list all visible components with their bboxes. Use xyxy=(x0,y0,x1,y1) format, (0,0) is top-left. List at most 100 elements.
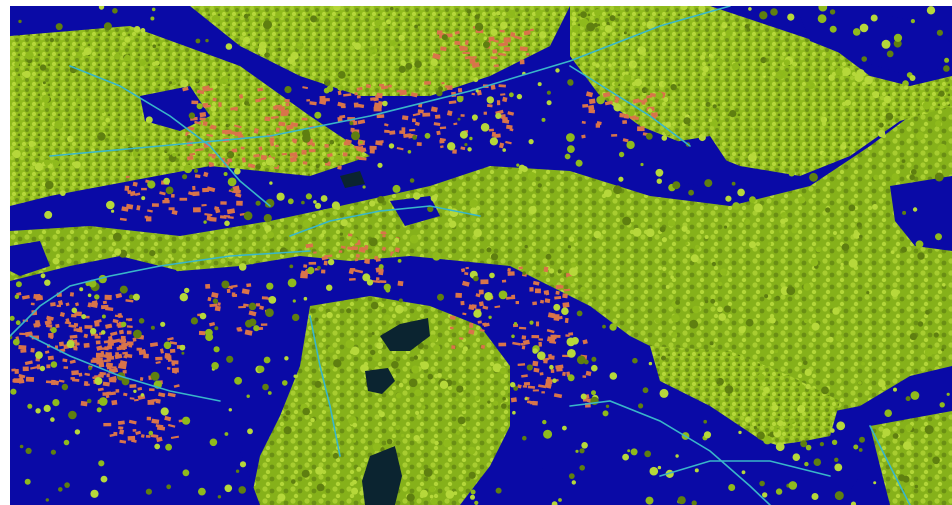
tree-crown xyxy=(661,355,666,361)
tree-crown xyxy=(279,247,288,255)
tree-crown xyxy=(496,216,501,222)
tree-crown xyxy=(840,262,844,266)
tree-crown xyxy=(509,92,514,98)
tree-crown xyxy=(370,349,376,356)
tree-crown xyxy=(773,428,779,433)
building-point xyxy=(460,300,465,306)
tree-crown xyxy=(50,327,57,334)
tree-crown xyxy=(602,410,609,417)
tree-crown xyxy=(495,487,502,494)
building-point xyxy=(632,98,640,104)
building-point xyxy=(119,217,127,222)
tree-crown xyxy=(659,226,666,233)
building-point xyxy=(220,201,227,205)
tree-crown xyxy=(473,309,482,318)
tree-crown xyxy=(374,19,382,27)
building-point xyxy=(203,171,209,178)
building-point xyxy=(105,362,114,368)
building-point xyxy=(146,216,152,222)
tree-crown xyxy=(412,192,421,200)
tree-crown xyxy=(148,430,154,436)
building-point xyxy=(478,289,484,295)
building-point xyxy=(502,119,510,124)
building-point xyxy=(191,100,199,105)
tree-crown xyxy=(683,117,691,125)
tree-crown xyxy=(349,148,353,153)
tree-crown xyxy=(98,6,105,10)
building-point xyxy=(347,246,355,251)
building-point xyxy=(357,119,366,125)
building-point xyxy=(284,98,290,103)
building-point xyxy=(354,269,364,274)
building-point xyxy=(353,145,362,149)
tree-crown xyxy=(54,120,64,130)
tree-crown xyxy=(710,55,714,59)
building-point xyxy=(538,384,547,389)
tree-crown xyxy=(392,253,396,257)
tree-crown xyxy=(140,28,146,33)
building-point xyxy=(69,359,76,364)
tree-crown xyxy=(371,332,375,335)
building-point xyxy=(253,153,260,158)
tree-crown xyxy=(659,388,669,398)
tree-crown xyxy=(571,16,577,22)
tree-crown xyxy=(307,266,315,274)
building-point xyxy=(95,340,101,345)
building-point xyxy=(585,370,592,377)
building-point xyxy=(75,342,80,346)
tree-crown xyxy=(878,122,884,128)
tree-crown xyxy=(114,248,122,256)
tree-crown xyxy=(194,78,200,84)
building-point xyxy=(119,360,128,367)
tree-crown xyxy=(933,332,939,338)
building-point xyxy=(123,392,128,397)
tree-crown xyxy=(199,312,207,320)
tree-crown xyxy=(748,153,757,163)
building-point xyxy=(373,106,382,112)
road-southeast-b xyxy=(659,460,831,477)
tree-crown xyxy=(490,253,499,261)
building-point xyxy=(527,385,536,389)
tree-crown xyxy=(168,81,172,85)
tree-crown xyxy=(685,242,689,245)
tree-crown xyxy=(483,41,490,49)
building-point xyxy=(309,101,317,106)
building-point xyxy=(305,243,314,249)
building-point xyxy=(461,280,470,287)
building-point xyxy=(103,340,109,344)
building-point xyxy=(65,302,70,307)
tree-crown xyxy=(128,294,134,300)
building-point xyxy=(125,299,134,303)
tree-crown xyxy=(878,379,886,388)
building-point xyxy=(517,384,522,389)
building-point xyxy=(444,85,453,88)
tree-crown xyxy=(291,479,296,484)
building-point xyxy=(436,30,443,35)
building-point xyxy=(544,382,552,389)
tree-crown xyxy=(602,324,606,329)
tree-crown xyxy=(324,79,331,86)
building-point xyxy=(186,155,194,161)
building-point xyxy=(234,131,242,137)
tree-crown xyxy=(579,465,585,471)
building-point xyxy=(232,294,238,298)
tree-crown xyxy=(133,26,141,33)
tree-crown xyxy=(96,407,102,413)
tree-crown xyxy=(429,334,438,343)
tree-crown xyxy=(263,20,272,30)
tree-crown xyxy=(591,364,598,372)
building-point xyxy=(189,152,196,156)
building-point xyxy=(397,280,404,287)
point-cloud-render xyxy=(10,6,952,505)
tree-crown xyxy=(262,383,269,391)
building-point xyxy=(535,321,540,327)
building-point xyxy=(84,372,91,377)
building-point xyxy=(171,360,179,365)
tree-crown xyxy=(521,166,528,173)
tree-crown xyxy=(443,439,452,448)
building-point xyxy=(546,328,555,334)
building-point xyxy=(285,102,290,107)
tree-crown xyxy=(75,97,83,104)
tree-crown xyxy=(757,373,765,381)
tree-crown xyxy=(737,188,745,197)
